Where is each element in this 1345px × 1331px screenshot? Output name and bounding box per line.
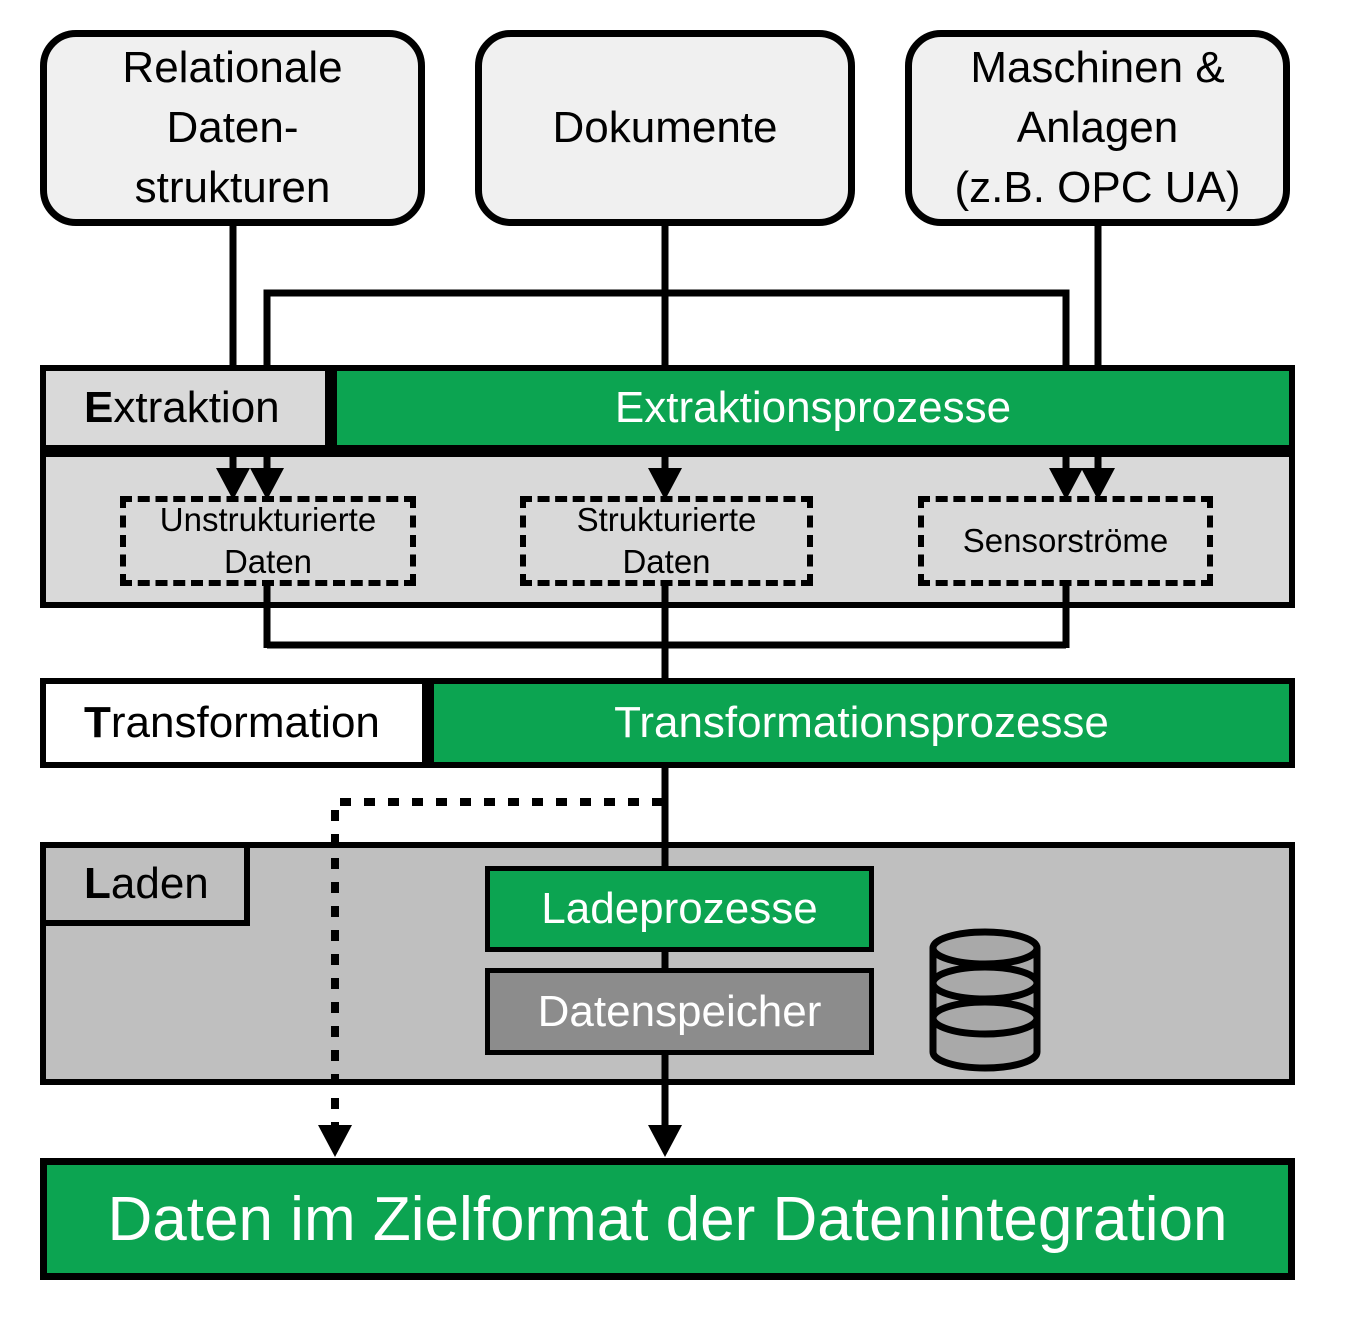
output-box-label-line: Sensorströme	[962, 522, 1169, 559]
target-format-bar: Daten im Zielformat der Datenintegration	[40, 1158, 1295, 1280]
arrowhead-icon	[648, 1125, 682, 1157]
extraction-process-bar: Extraktionsprozesse	[331, 365, 1295, 451]
source-box-label-line: Maschinen &	[970, 43, 1225, 92]
source-box-label-line: Dokumente	[552, 103, 778, 152]
source-box-machines: Maschinen & Anlagen (z.B. OPC UA)	[905, 30, 1290, 226]
source-box-label-line: Relationale	[122, 43, 343, 92]
load-process-label: Ladeprozesse	[541, 884, 818, 933]
database-cylinder-icon	[929, 928, 1041, 1072]
output-box-sensor-streams: Sensorströme	[918, 496, 1213, 586]
transformation-process-label: Transformationsprozesse	[614, 698, 1109, 747]
extraction-process-label: Extraktionsprozesse	[614, 383, 1012, 432]
transformation-process-bar: Transformationsprozesse	[428, 678, 1295, 768]
phase-label-initial: E	[84, 383, 114, 432]
source-box-relational: Relationale Daten- strukturen	[40, 30, 425, 226]
phase-label-initial: L	[84, 859, 111, 908]
source-box-documents: Dokumente	[475, 30, 855, 226]
transformation-output-arrow	[648, 765, 682, 1157]
phase-label-rest: ransformation	[110, 698, 380, 747]
phase-label-rest: aden	[110, 859, 209, 908]
arrowhead-icon	[318, 1125, 352, 1157]
output-box-label-line: Unstrukturierte	[159, 501, 377, 538]
extraction-input-arrows	[216, 449, 1115, 500]
output-box-unstructured-data: Unstrukturierte Daten	[120, 496, 416, 586]
output-box-label-line: Daten	[223, 543, 313, 580]
extraction-output-lines	[263, 584, 1070, 681]
output-box-structured-data: Strukturierte Daten	[520, 496, 813, 586]
source-connector-lines	[229, 222, 1102, 366]
phase-label-rest: xtraktion	[113, 383, 280, 432]
bypass-dotted-arrow	[318, 798, 663, 1157]
source-box-label-line: Daten-	[166, 103, 299, 152]
load-process-bar: Ladeprozesse	[485, 866, 874, 952]
phase-label-initial: T	[84, 698, 111, 747]
arrowhead-icon	[216, 468, 1115, 500]
data-storage-label: Datenspeicher	[537, 986, 822, 1036]
target-format-label: Daten im Zielformat der Datenintegration	[107, 1184, 1228, 1254]
output-box-label-line: Daten	[622, 543, 711, 580]
source-box-label-line: (z.B. OPC UA)	[954, 163, 1241, 212]
source-box-label-line: strukturen	[134, 163, 331, 212]
output-box-label-line: Strukturierte	[576, 501, 757, 538]
data-storage-box: Datenspeicher	[485, 968, 874, 1055]
source-box-label-line: Anlagen	[1016, 103, 1179, 152]
